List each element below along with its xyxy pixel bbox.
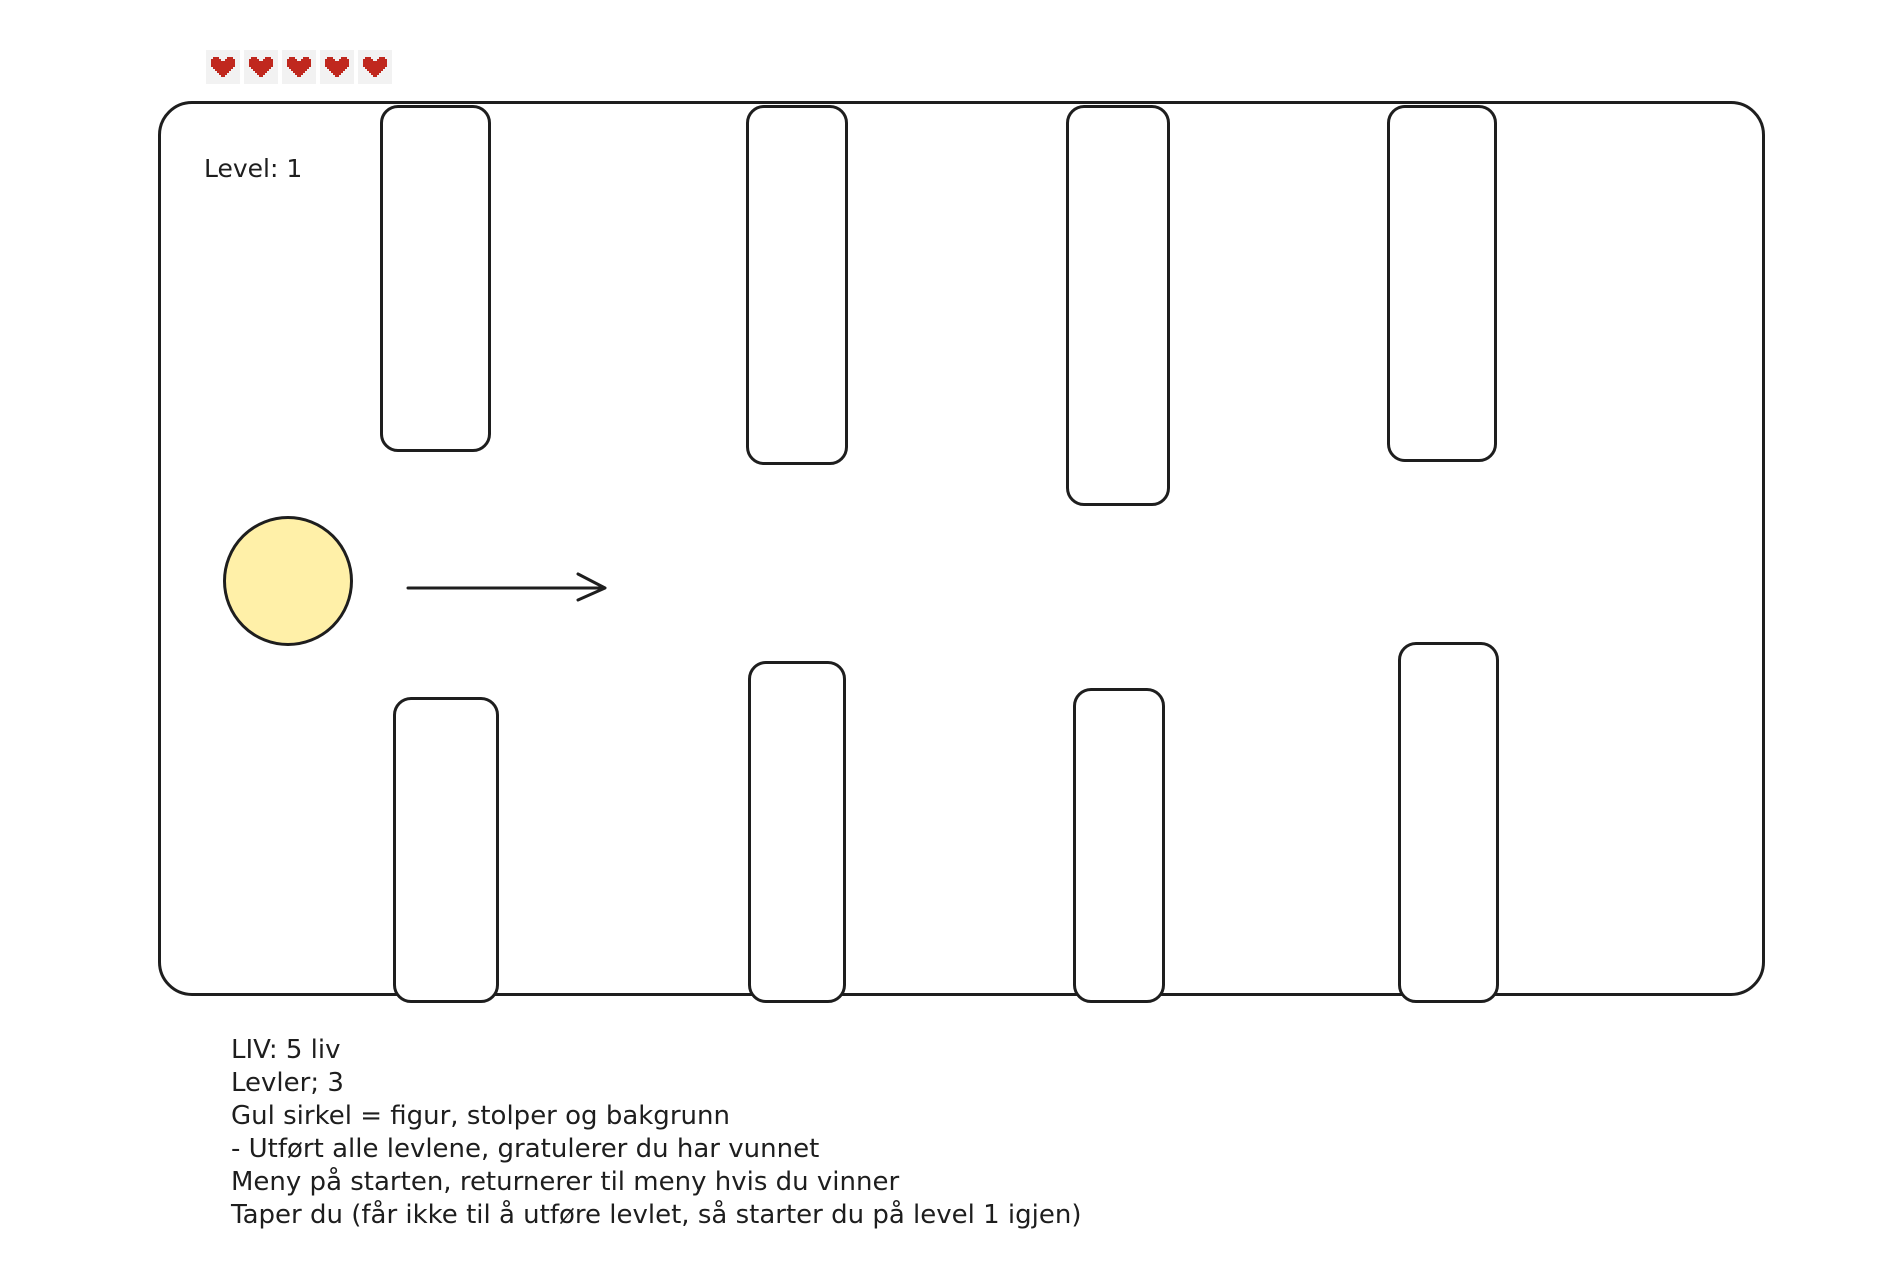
game-notes: LIV: 5 liv Levler; 3 Gul sirkel = figur,… <box>231 1034 1082 1232</box>
bottom-pillar-2 <box>748 661 846 1003</box>
heart-icon <box>206 50 240 84</box>
player-circle[interactable] <box>223 516 353 646</box>
top-pillar-3 <box>1066 105 1170 506</box>
heart-icon <box>320 50 354 84</box>
note-yellow-circle: Gul sirkel = figur, stolper og bakgrunn <box>231 1101 730 1131</box>
note-completed: - Utført alle levlene, gratulerer du har… <box>231 1134 820 1164</box>
heart-icon <box>244 50 278 84</box>
top-pillar-2 <box>746 105 848 465</box>
note-menu: Meny på starten, returnerer til meny hvi… <box>231 1167 900 1197</box>
note-lives: LIV: 5 liv <box>231 1035 341 1065</box>
level-indicator: Level: 1 <box>204 154 303 183</box>
top-pillar-1 <box>380 105 491 452</box>
note-lose: Taper du (får ikke til å utføre levlet, … <box>231 1200 1082 1230</box>
arrow-right-icon <box>406 572 607 602</box>
bottom-pillar-4 <box>1398 642 1499 1003</box>
bottom-pillar-1 <box>393 697 499 1003</box>
heart-icon <box>282 50 316 84</box>
top-pillar-4 <box>1387 105 1497 462</box>
heart-icon <box>358 50 392 84</box>
bottom-pillar-3 <box>1073 688 1165 1003</box>
game-board <box>158 101 1765 996</box>
lives-hearts <box>206 50 392 84</box>
note-levels: Levler; 3 <box>231 1068 344 1098</box>
